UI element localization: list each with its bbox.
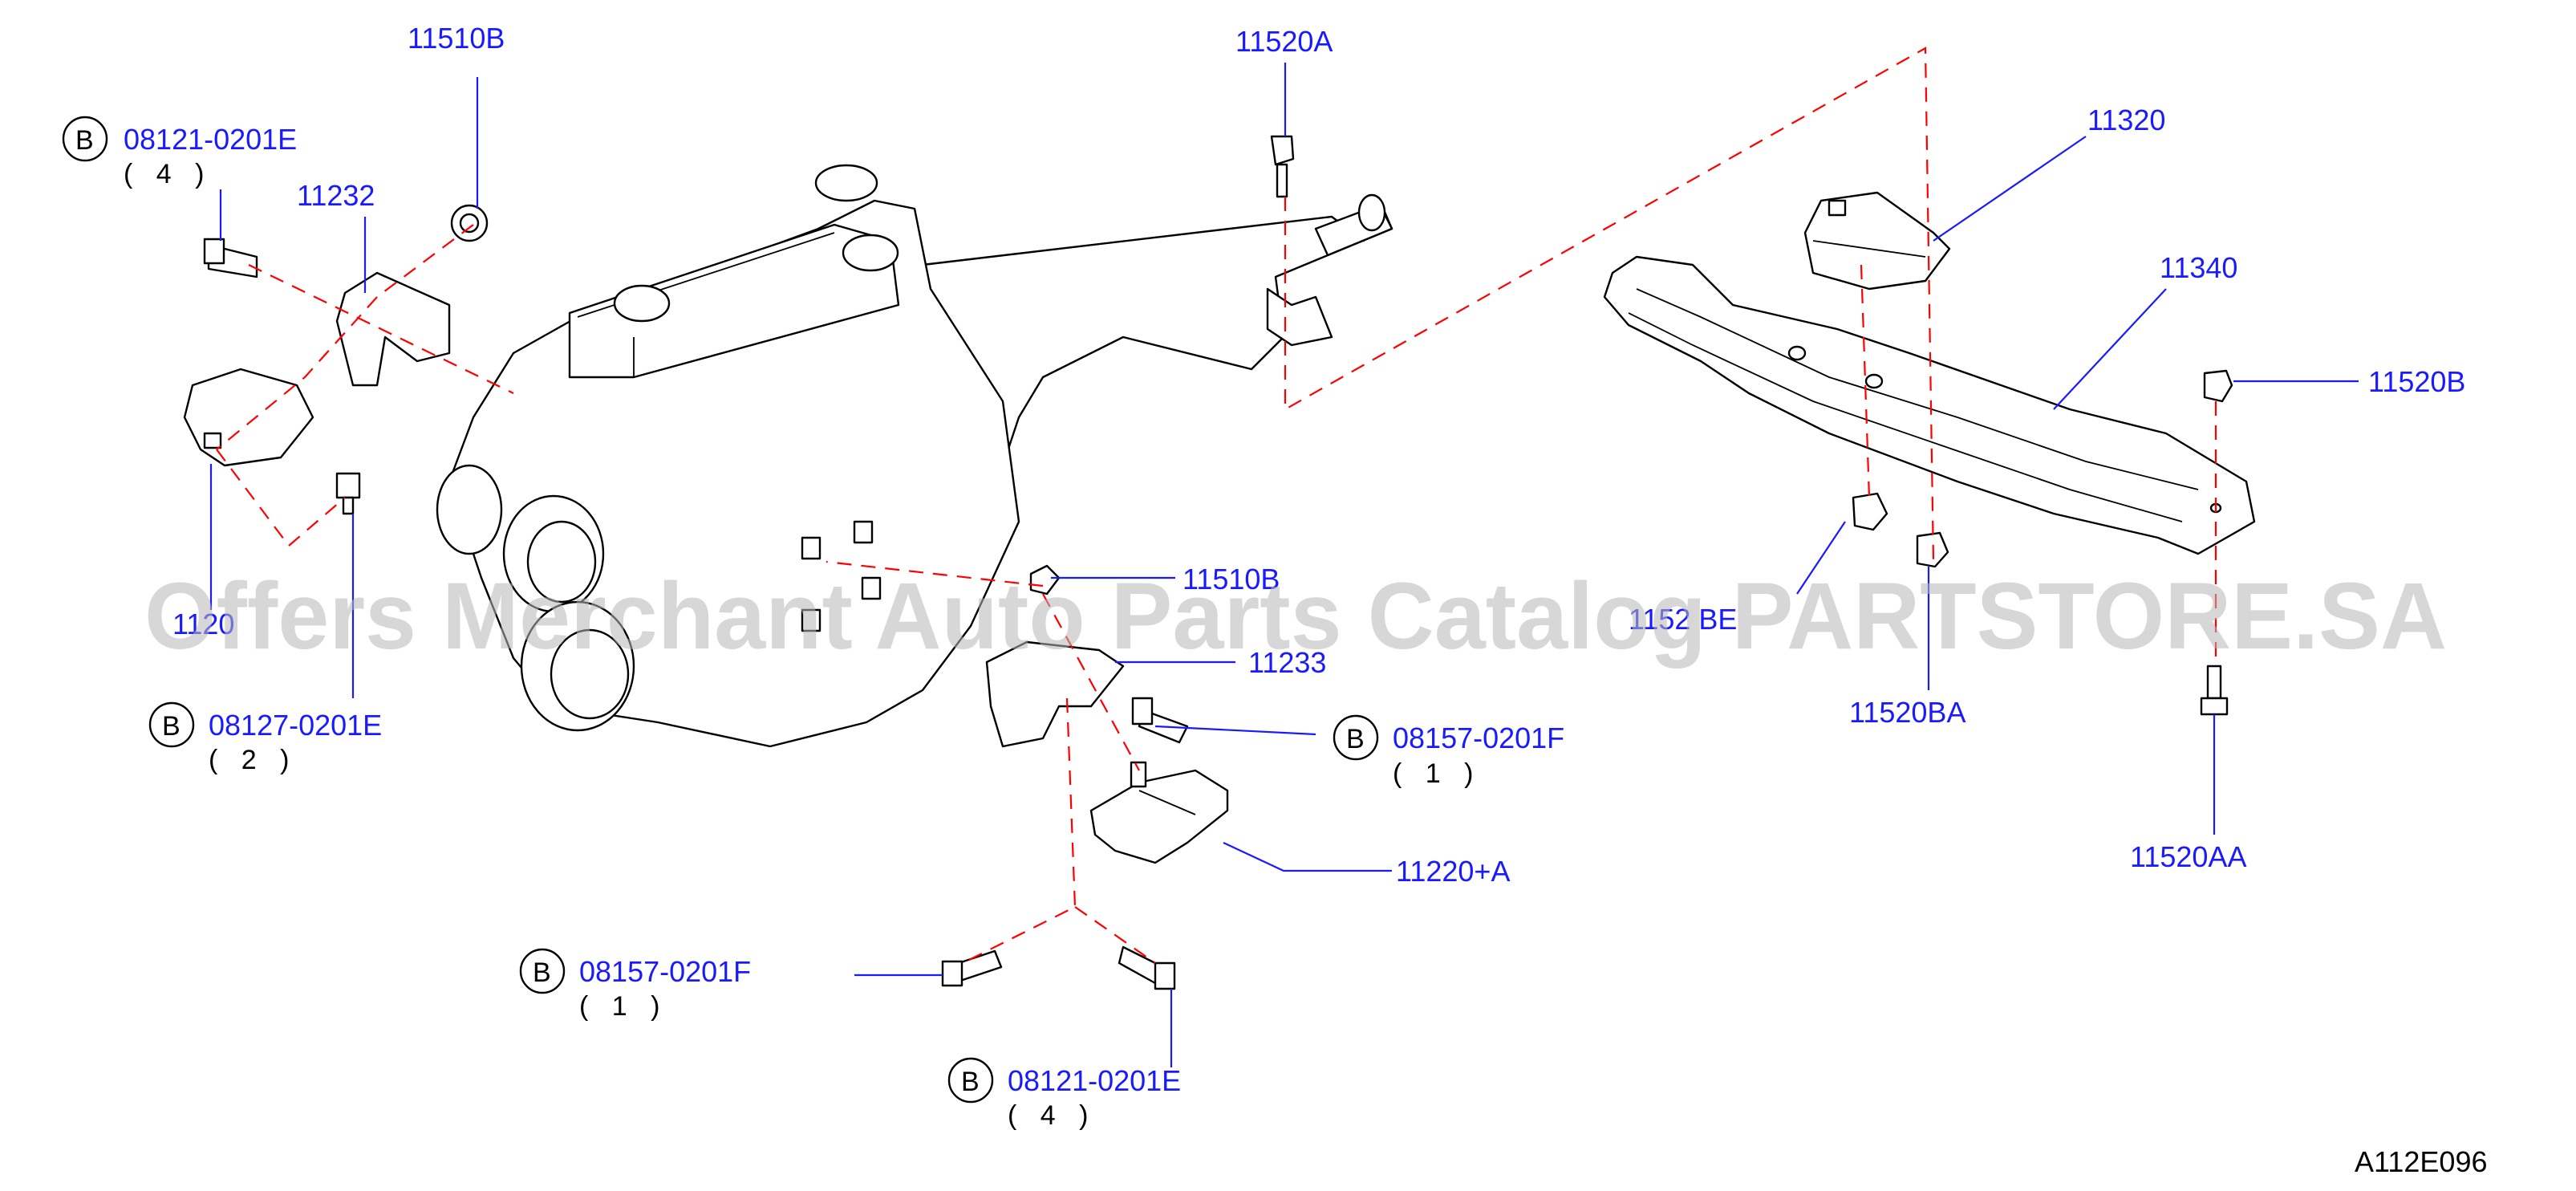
bolt-letter: B [162, 711, 181, 742]
bolt-letter: B [961, 1067, 980, 1097]
bolt-code: 08127-0201E [209, 709, 382, 742]
part-label-1152-be: 1152 BE [1629, 603, 1737, 636]
bolt-letter: B [75, 125, 94, 156]
part-label-11320: 11320 [2087, 104, 2165, 136]
crossmember-11340 [1603, 255, 2256, 555]
bolt-quantity: ( 1 ) [579, 991, 667, 1022]
leader-lines [209, 63, 2359, 1067]
bolt-letter: B [533, 957, 551, 988]
phantom-lines [216, 47, 2217, 964]
bolt-callout-2: B 08127-0201E ( 2 ) [148, 701, 382, 775]
bolt-quantity: ( 2 ) [209, 745, 297, 775]
bolt-code: 08121-0201E [1008, 1064, 1181, 1097]
bolt-quantity: ( 1 ) [1393, 758, 1481, 789]
bolt-quantity: ( 4 ) [1008, 1100, 1096, 1131]
part-label-11510b-top: 11510B [408, 22, 505, 55]
bolt-callout-3: B 08157-0201F ( 1 ) [1333, 714, 1564, 789]
part-label-11340: 11340 [2160, 251, 2237, 284]
bolt-quantity: ( 4 ) [124, 159, 212, 189]
part-label-11233: 11233 [1248, 646, 1326, 679]
bolt-code: 08157-0201F [1393, 722, 1564, 754]
diagram-reference-code: A112E096 [2355, 1145, 2487, 1178]
bolt-callout-4: B 08157-0201F ( 1 ) [519, 948, 751, 1022]
part-label-11510b-mid: 11510B [1183, 563, 1280, 596]
watermark-text: Offers Merchant Auto Parts Catalog PARTS… [144, 563, 2447, 669]
bolt-code: 08157-0201F [579, 955, 751, 988]
engine-assembly [436, 164, 1393, 748]
bolt-callout-5: B 08121-0201E ( 4 ) [947, 1057, 1181, 1131]
front-left-mount [183, 204, 489, 515]
bolt-callout-1: B 08121-0201E ( 4 ) [62, 116, 297, 189]
part-label-11520b: 11520B [2368, 365, 2465, 398]
part-labels: 11510B 11520A 11320 11340 11520B 11232 1… [172, 22, 2465, 888]
part-label-11232: 11232 [297, 179, 375, 212]
part-label-11520a: 11520A [1235, 25, 1333, 58]
part-label-11220a: 11220+A [1396, 855, 1510, 888]
rear-insulator-11320 [1803, 191, 1951, 291]
part-label-1120: 1120 [172, 608, 234, 640]
part-label-11520aa: 11520AA [2130, 840, 2246, 873]
bolt-code: 08121-0201E [124, 123, 297, 156]
front-right-mount [941, 564, 1229, 990]
bolt-letter: B [1346, 724, 1365, 754]
part-label-11520ba: 11520BA [1849, 696, 1965, 729]
